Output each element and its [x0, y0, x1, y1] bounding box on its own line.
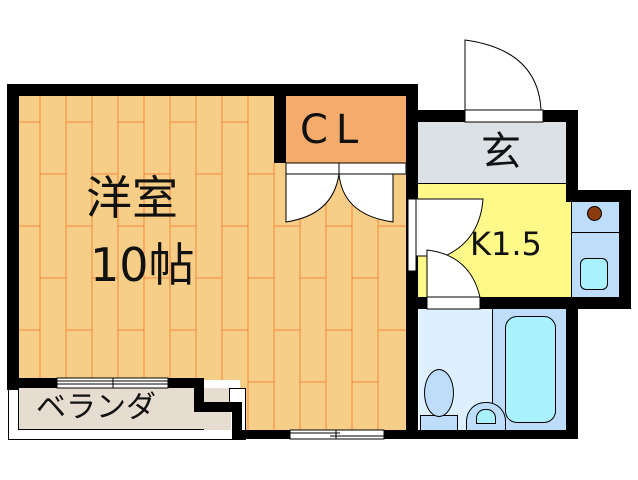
wall-counter-north	[566, 190, 631, 202]
stove-burner-icon	[587, 206, 602, 221]
western-room-label-line2: 10帖	[90, 238, 195, 292]
wall-closet-left	[274, 96, 286, 163]
balcony-label: ベランダ	[36, 390, 156, 425]
entrance-door-swing	[464, 39, 542, 111]
entrance-door-opening	[464, 109, 544, 123]
wall-south-east	[384, 430, 578, 439]
western-room-label-line1: 洋室	[86, 171, 178, 225]
wall-south-mid	[232, 430, 290, 439]
entrance-floor	[418, 122, 566, 184]
wall-bath-east	[566, 297, 578, 439]
wall-closet-right	[406, 84, 418, 174]
wall-kitchen-south-right	[480, 297, 631, 309]
kitchen-sink-icon	[580, 258, 608, 290]
washbasin-bowl-icon	[476, 409, 496, 424]
wall-south-room-left	[7, 378, 57, 388]
wall-west	[7, 84, 19, 390]
kitchen-label: K1.5	[470, 225, 542, 263]
closet-floor	[286, 96, 406, 163]
wall-step-horizontal	[194, 402, 242, 412]
wall-entrance-north-left	[406, 110, 465, 122]
wall-counter-east	[619, 190, 631, 309]
closet-label: CL	[300, 107, 367, 153]
toilet-bowl-icon	[424, 369, 454, 417]
western-room-floor-lower	[240, 163, 407, 432]
wall-north-room	[7, 84, 418, 96]
balcony-floor-step	[204, 410, 231, 430]
counter-divider	[571, 232, 619, 233]
wall-south-room-right	[168, 378, 204, 388]
entrance-label: 玄	[481, 129, 521, 175]
bathtub-icon	[505, 316, 556, 423]
wall-step-vertical	[232, 402, 242, 439]
wall-entrance-east	[566, 110, 578, 190]
wall-step-vertical2	[194, 378, 204, 412]
wall-partition-middle	[406, 174, 418, 439]
western-room-floor	[19, 96, 278, 380]
